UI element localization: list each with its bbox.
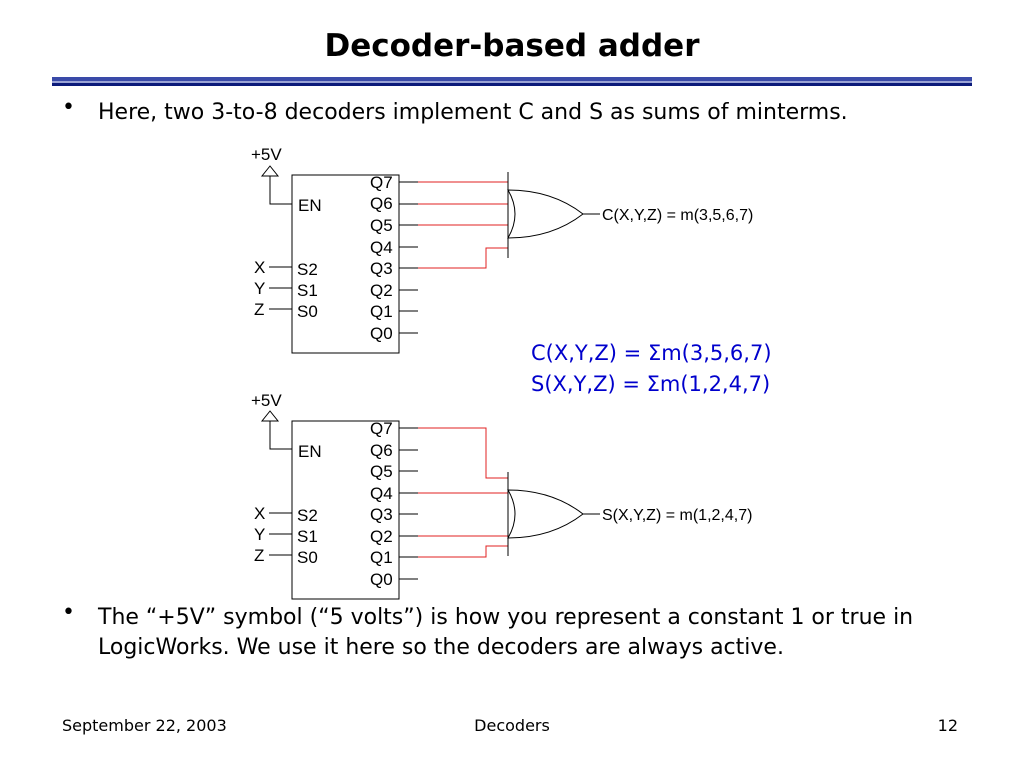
title-divider-shadow bbox=[52, 83, 972, 86]
top-output-q1: Q1 bbox=[370, 302, 393, 321]
bottom-input-z: Z bbox=[254, 546, 264, 565]
bullet-text-2: The “+5V” symbol (“5 volts”) is how you … bbox=[98, 605, 914, 660]
bottom-or-gate bbox=[507, 489, 584, 539]
top-output-q2: Q2 bbox=[370, 281, 393, 300]
bottom-input-y: Y bbox=[254, 525, 265, 544]
bottom-output-q3: Q3 bbox=[370, 505, 393, 524]
bottom-decoder: +5V EN X Y Z S2 S1 S0 Q7 Q6 Q5 Q4 Q3 Q2 … bbox=[251, 391, 752, 600]
top-decoder: +5V EN X Y Z S2 S1 S0 Q7 Q6 Q5 Q4 Q3 Q2 … bbox=[251, 145, 753, 354]
bottom-enable-wire bbox=[269, 421, 292, 450]
bottom-select-s0: S0 bbox=[297, 548, 318, 567]
sum-equation-text: S(X,Y,Z) = Σm(1,2,4,7) bbox=[531, 372, 771, 396]
bottom-power-symbol bbox=[260, 410, 280, 422]
top-output-q6: Q6 bbox=[370, 194, 393, 213]
bottom-select-s1: S1 bbox=[297, 527, 318, 546]
footer-page-number: 12 bbox=[937, 716, 958, 735]
top-power-symbol bbox=[260, 165, 280, 177]
bottom-output-q1: Q1 bbox=[370, 548, 393, 567]
bottom-output-q7: Q7 bbox=[370, 419, 393, 438]
bottom-input-x: X bbox=[254, 504, 265, 523]
bottom-output-q0: Q0 bbox=[370, 570, 393, 589]
title-divider bbox=[52, 77, 972, 81]
title-divider-highlight bbox=[52, 81, 972, 83]
bottom-gate-output-label: S(X,Y,Z) = m(1,2,4,7) bbox=[602, 507, 752, 524]
top-select-s1: S1 bbox=[297, 281, 318, 300]
top-output-q3: Q3 bbox=[370, 259, 393, 278]
footer-section-title: Decoders bbox=[474, 716, 550, 735]
top-output-q4: Q4 bbox=[370, 238, 393, 257]
top-select-s0: S0 bbox=[297, 302, 318, 321]
top-decoder-box bbox=[291, 174, 400, 354]
top-output-q7: Q7 bbox=[370, 173, 393, 192]
bottom-output-q4: Q4 bbox=[370, 484, 393, 503]
bottom-decoder-box bbox=[291, 420, 400, 600]
top-power-label: +5V bbox=[251, 145, 282, 164]
bottom-output-q6: Q6 bbox=[370, 441, 393, 460]
bullet-marker: • bbox=[62, 95, 75, 120]
bottom-output-q2: Q2 bbox=[370, 527, 393, 546]
top-or-gate bbox=[507, 189, 584, 239]
top-input-y: Y bbox=[254, 279, 265, 298]
footer-date: September 22, 2003 bbox=[62, 716, 227, 735]
top-input-z: Z bbox=[254, 300, 264, 319]
bottom-minterm-wires bbox=[418, 427, 508, 558]
top-enable-label: EN bbox=[298, 196, 322, 215]
carry-equation-text: C(X,Y,Z) = Σm(3,5,6,7) bbox=[531, 341, 772, 365]
slide-title: Decoder-based adder bbox=[324, 28, 700, 64]
bullet-marker: • bbox=[62, 600, 75, 625]
top-select-s2: S2 bbox=[297, 260, 318, 279]
bottom-power-label: +5V bbox=[251, 391, 282, 410]
bottom-output-q5: Q5 bbox=[370, 462, 393, 481]
bullet-text-1: Here, two 3-to-8 decoders implement C an… bbox=[98, 100, 848, 125]
bottom-select-s2: S2 bbox=[297, 506, 318, 525]
bullet-item-2: • The “+5V” symbol (“5 volts”) is how yo… bbox=[62, 600, 972, 667]
top-output-q5: Q5 bbox=[370, 216, 393, 235]
top-minterm-wires bbox=[418, 181, 508, 269]
top-input-x: X bbox=[254, 258, 265, 277]
top-output-q0: Q0 bbox=[370, 324, 393, 343]
bottom-enable-label: EN bbox=[298, 442, 322, 461]
top-enable-wire bbox=[269, 176, 292, 205]
top-gate-output-label: C(X,Y,Z) = m(3,5,6,7) bbox=[602, 207, 753, 224]
